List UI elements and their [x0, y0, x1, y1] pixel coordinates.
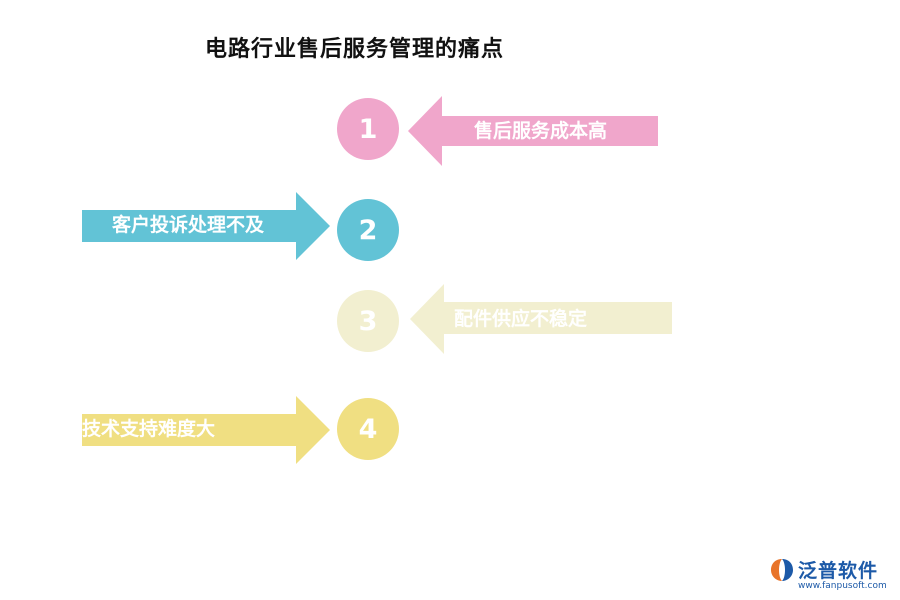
arrow-label-3: 配件供应不稳定 [454, 308, 588, 330]
arrow-label-4: 技术支持难度大 [82, 418, 216, 440]
brand-logo: 泛普软件 www.fanpusoft.com [768, 556, 894, 596]
arrow-2: 客户投诉处理不及 [82, 192, 330, 260]
number-circle-1: 1 [337, 98, 399, 160]
brand-name: 泛普软件 [798, 560, 879, 582]
arrow-3: 配件供应不稳定 [410, 284, 672, 354]
number-circle-2: 2 [337, 199, 399, 261]
number-circle-3: 3 [337, 290, 399, 352]
brand-url: www.fanpusoft.com [798, 581, 887, 591]
arrow-4: 技术支持难度大 [82, 396, 330, 464]
arrow-1: 售后服务成本高 [408, 96, 658, 166]
brand-logo-icon [771, 559, 793, 581]
arrow-label-2: 客户投诉处理不及 [112, 214, 265, 236]
arrow-label-1: 售后服务成本高 [474, 120, 608, 142]
number-circle-4: 4 [337, 398, 399, 460]
diagram-title: 电路行业售后服务管理的痛点 [205, 37, 505, 62]
